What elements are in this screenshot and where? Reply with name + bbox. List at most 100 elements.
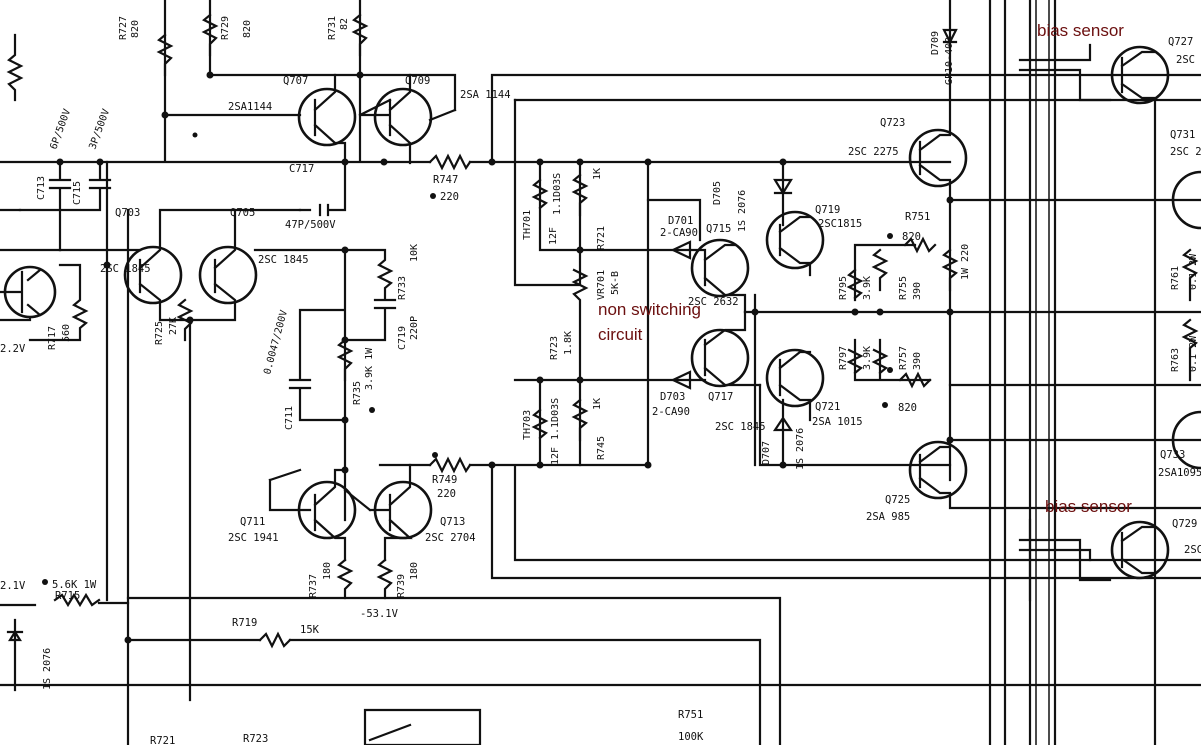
label-q727-type: 2SC — [1176, 54, 1195, 66]
label-q705-type: 2SC 1845 — [258, 254, 309, 266]
label-r751-bottom: R751 — [678, 709, 703, 721]
label-neg-rail: -53.1V — [360, 608, 399, 620]
label-q707: Q707 — [283, 75, 308, 87]
label-q723-type: 2SC 2275 — [848, 146, 899, 158]
label-r723: R723 — [549, 336, 560, 360]
label-d709: D709 — [930, 31, 941, 55]
label-q727: Q727 — [1168, 36, 1193, 48]
label-left-v2: 2.2V — [0, 343, 26, 355]
right-rails — [988, 0, 1201, 745]
label-d705-val: 1S 2076 — [737, 190, 748, 232]
label-r727-val: 820 — [130, 20, 141, 38]
label-r739-val: 180 — [409, 562, 420, 580]
label-zener-left: 1S 2076 — [42, 648, 53, 690]
label-r747: R747 — [433, 174, 458, 186]
label-r749: R749 — [432, 474, 457, 486]
label-r737: R737 — [308, 574, 319, 598]
label-q715: Q715 — [706, 223, 731, 235]
label-r735: R735 — [352, 381, 363, 405]
label-d701-val: 2-CA90 — [660, 227, 698, 239]
label-r755-val: 390 — [912, 282, 923, 300]
label-r747-val: 220 — [440, 191, 459, 203]
label-r745-val: 1K — [592, 398, 603, 410]
label-r725: R725 — [154, 321, 165, 345]
label-r795: R795 — [838, 276, 849, 300]
label-r727: R727 — [118, 16, 129, 40]
label-c711-val: 0.0047/200V — [262, 309, 290, 376]
label-r763-val: 0.1 2W — [1188, 335, 1199, 372]
label-th701: TH701 — [522, 210, 533, 240]
label-r739: R739 — [396, 574, 407, 598]
label-r763: R763 — [1170, 348, 1181, 372]
label-r719: R719 — [232, 617, 257, 629]
label-r797: R797 — [838, 346, 849, 370]
r747-symbol — [428, 153, 472, 171]
label-r723-bottom: R723 — [243, 733, 268, 745]
label-r729-val: 820 — [242, 20, 253, 38]
label-r721-val: 1K — [592, 168, 603, 180]
q719-q721 — [646, 160, 952, 467]
annotation-bias-sensor-bottom: bias sensor — [1045, 497, 1132, 516]
label-r735-val: 3.9K 1W — [364, 347, 375, 390]
label-r721: R721 — [596, 226, 607, 250]
bus-162 — [0, 73, 1201, 164]
label-q707-type: 2SA1144 — [228, 101, 272, 113]
label-r733: R733 — [397, 276, 408, 300]
label-q721: Q721 — [815, 401, 840, 413]
label-r757: R757 — [898, 346, 909, 370]
label-c719-val: 220P — [409, 316, 420, 340]
label-q705: Q705 — [230, 207, 255, 219]
label-q723: Q723 — [880, 117, 905, 129]
label-r717-val: 560 — [61, 324, 72, 342]
label-r751-bottom-val: 100K — [678, 731, 704, 743]
label-r725-val: 27K — [168, 317, 179, 335]
label-d701: D701 — [668, 215, 693, 227]
label-q731: Q731 — [1170, 129, 1195, 141]
label-r723-val: 1.8K — [563, 331, 574, 355]
label-r715: R715 — [55, 590, 80, 602]
label-r761: R761 — [1170, 266, 1181, 290]
label-d709-val: GP10-400 — [944, 37, 955, 85]
label-r717: R717 — [47, 326, 58, 350]
label-r795-val: 3.9K — [862, 276, 873, 300]
label-q709: Q709 — [405, 75, 430, 87]
label-r721-bottom: R721 — [150, 735, 175, 745]
label-q725: Q725 — [885, 494, 910, 506]
bias-network — [513, 98, 952, 467]
r749-symbol — [428, 456, 472, 474]
label-q733: Q733 — [1160, 449, 1185, 461]
label-q729: Q729 — [1172, 518, 1197, 530]
label-r731: R731 — [327, 16, 338, 40]
label-q713-type: 2SC 2704 — [425, 532, 476, 544]
q711-q713-pair — [0, 463, 1201, 745]
label-th703-val: 1.1D03S — [550, 398, 561, 440]
label-r751: R751 — [905, 211, 930, 223]
label-left-v1: 2.1V — [0, 580, 26, 592]
label-q721-type: 2SA 1015 — [812, 416, 863, 428]
label-12f-a: 12F — [548, 227, 559, 245]
label-r797-val: 3.9K — [862, 346, 873, 370]
label-q725-type: 2SA 985 — [866, 511, 910, 523]
label-q711-type: 2SC 1941 — [228, 532, 279, 544]
label-r757-val: 390 — [912, 352, 923, 370]
label-q733-type: 2SA1095 — [1158, 467, 1201, 479]
label-vr701-val: 5K-B — [610, 271, 621, 295]
label-q703: Q703 — [115, 207, 140, 219]
label-c717: C717 — [289, 163, 314, 175]
label-q711: Q711 — [240, 516, 265, 528]
label-th703: TH703 — [522, 410, 533, 440]
label-r749-val: 220 — [437, 488, 456, 500]
left-edge-circuit — [0, 33, 130, 692]
label-r751-val: 820 — [902, 231, 921, 243]
q723-q725-outputs — [908, 0, 1201, 510]
label-c713-val: 6P/500V — [48, 108, 73, 151]
label-r731-val: 82 — [339, 18, 350, 30]
annotation-bias-sensor-top: bias sensor — [1037, 21, 1124, 40]
label-q729-type: 2SC — [1184, 544, 1201, 556]
label-r715-val: 5.6K 1W — [52, 579, 97, 591]
label-th701-val: 1.1D03S — [552, 173, 563, 215]
annotation-non-switching: non switching — [598, 300, 701, 319]
label-r719-val: 15K — [300, 624, 320, 636]
label-r761-val: 0.1 2W — [1188, 253, 1199, 290]
label-c717-val: 47P/500V — [285, 219, 336, 231]
